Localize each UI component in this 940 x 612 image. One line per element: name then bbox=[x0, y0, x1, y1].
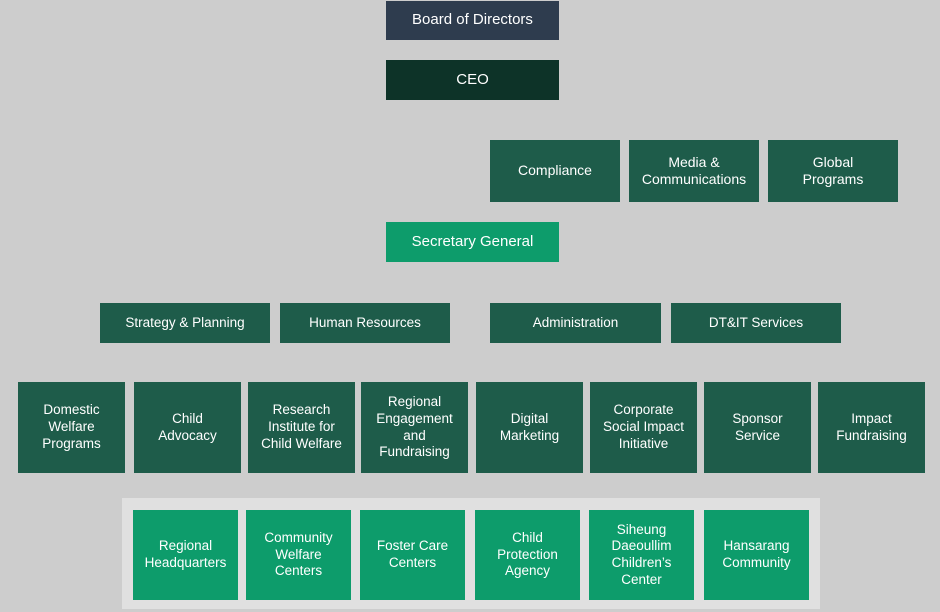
affiliates-container bbox=[122, 498, 820, 609]
org-node-board-of-directors: Board of Directors bbox=[386, 1, 559, 40]
org-node-media-communications: Media & Communications bbox=[629, 140, 759, 202]
org-node-sponsor-service: Sponsor Service bbox=[704, 382, 811, 473]
org-node-regional-engagement-fundraising: Regional Engagement and Fundraising bbox=[361, 382, 468, 473]
org-node-regional-headquarters: Regional Headquarters bbox=[133, 510, 238, 600]
org-node-secretary-general: Secretary General bbox=[386, 222, 559, 262]
org-node-hansarang-community: Hansarang Community bbox=[704, 510, 809, 600]
org-node-human-resources: Human Resources bbox=[280, 303, 450, 343]
org-node-strategy-planning: Strategy & Planning bbox=[100, 303, 270, 343]
org-node-impact-fundraising: Impact Fundraising bbox=[818, 382, 925, 473]
org-node-community-welfare-centers: Community Welfare Centers bbox=[246, 510, 351, 600]
org-node-research-institute-child-welfare: Research Institute for Child Welfare bbox=[248, 382, 355, 473]
org-node-compliance: Compliance bbox=[490, 140, 620, 202]
org-node-digital-marketing: Digital Marketing bbox=[476, 382, 583, 473]
org-node-siheung-daeoullim-childrens-center: Siheung Daeoullim Children’s Center bbox=[589, 510, 694, 600]
org-node-foster-care-centers: Foster Care Centers bbox=[360, 510, 465, 600]
org-node-dtit-services: DT&IT Services bbox=[671, 303, 841, 343]
org-node-corporate-social-impact-initiative: Corporate Social Impact Initiative bbox=[590, 382, 697, 473]
org-node-ceo: CEO bbox=[386, 60, 559, 100]
org-node-child-advocacy: Child Advocacy bbox=[134, 382, 241, 473]
org-node-global-programs: Global Programs bbox=[768, 140, 898, 202]
org-node-child-protection-agency: Child Protection Agency bbox=[475, 510, 580, 600]
org-node-administration: Administration bbox=[490, 303, 661, 343]
org-node-domestic-welfare-programs: Domestic Welfare Programs bbox=[18, 382, 125, 473]
